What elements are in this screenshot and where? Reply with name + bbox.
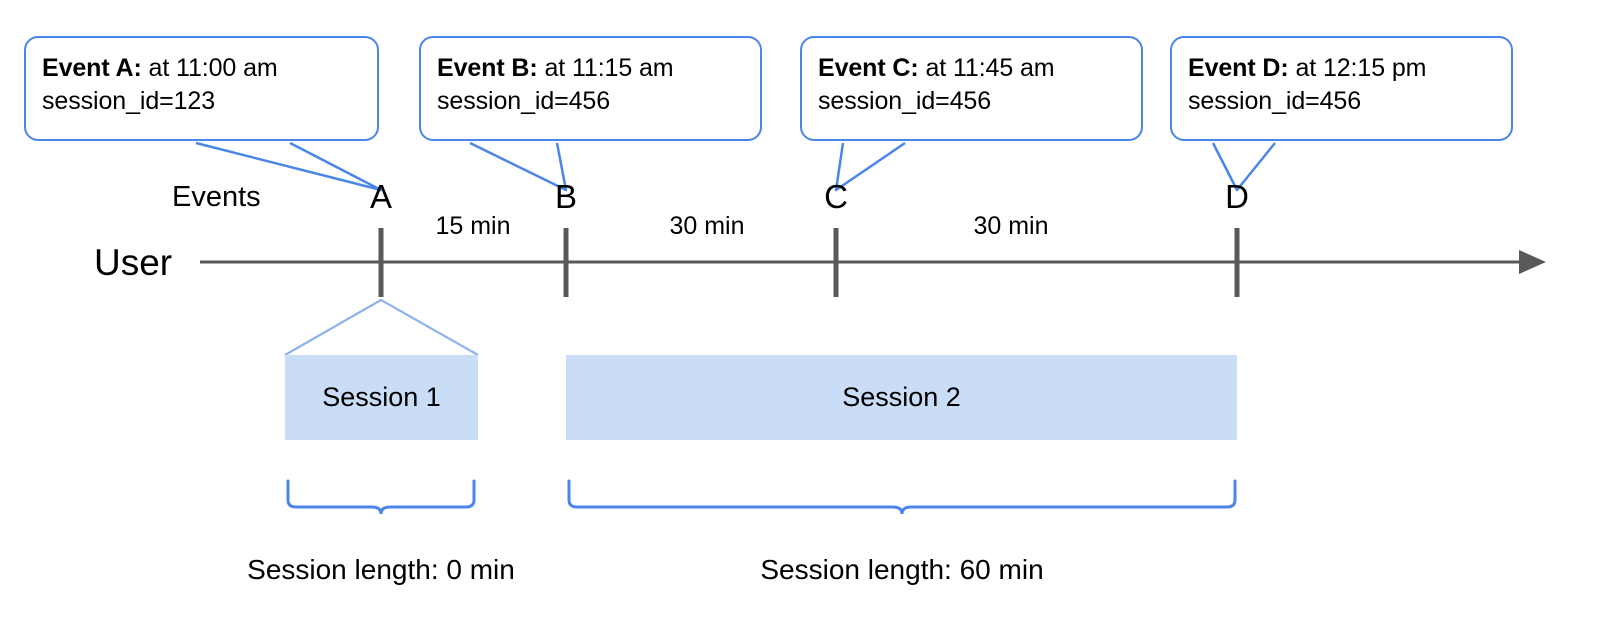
callout-tail-c	[834, 141, 906, 192]
callout-a-time: at 11:00 am	[141, 54, 278, 82]
session-bar-1-label: Session 1	[322, 382, 441, 412]
callout-c-tag: Event C:	[818, 54, 919, 82]
callout-event-d: Event D: at 12:15 pm session_id=456	[1170, 36, 1513, 141]
gap-label-c-d: 30 min	[973, 212, 1049, 240]
callout-c-line1: Event C: at 11:45 am	[818, 52, 1125, 85]
callout-d-time: at 12:15 pm	[1288, 54, 1427, 82]
row-label-user: User	[94, 242, 173, 283]
session1-connector	[284, 298, 479, 356]
callout-a-tag: Event A:	[42, 54, 142, 82]
gap-label-a-b: 15 min	[435, 212, 511, 240]
callout-b-time: at 11:15 am	[537, 54, 674, 82]
session-bar-2: Session 2	[566, 355, 1237, 440]
session1-brace	[286, 479, 476, 515]
callout-d-tag: Event D:	[1188, 54, 1289, 82]
session-bar-2-label: Session 2	[842, 382, 961, 412]
row-label-events: Events	[172, 181, 261, 213]
callout-b-tag: Event B:	[437, 54, 538, 82]
callout-b-line1: Event B: at 11:15 am	[437, 52, 744, 85]
callout-d-line2: session_id=456	[1188, 87, 1362, 115]
event-label-a: A	[369, 178, 393, 215]
event-label-d: D	[1225, 178, 1249, 215]
session-1-length-caption: Session length: 0 min	[247, 554, 515, 585]
gap-label-b-c: 30 min	[669, 212, 745, 240]
session-2-length-caption: Session length: 60 min	[760, 554, 1044, 585]
callout-tail-b	[469, 141, 568, 192]
callout-d-line1: Event D: at 12:15 pm	[1188, 52, 1495, 85]
callout-a-line1: Event A: at 11:00 am	[42, 52, 361, 85]
callout-b-line2: session_id=456	[437, 87, 611, 115]
session-bar-1: Session 1	[285, 355, 478, 440]
callout-event-a: Event A: at 11:00 am session_id=123	[24, 36, 379, 141]
session2-brace	[567, 479, 1237, 515]
callout-event-c: Event C: at 11:45 am session_id=456	[800, 36, 1143, 141]
callout-c-time: at 11:45 am	[918, 54, 1055, 82]
callout-c-line2: session_id=456	[818, 87, 992, 115]
event-label-b: B	[554, 178, 578, 215]
callout-tail-d	[1211, 142, 1276, 192]
callout-a-line2: session_id=123	[42, 87, 216, 115]
callout-event-b: Event B: at 11:15 am session_id=456	[419, 36, 762, 141]
callout-tail-a	[195, 141, 383, 192]
event-label-c: C	[824, 178, 848, 215]
